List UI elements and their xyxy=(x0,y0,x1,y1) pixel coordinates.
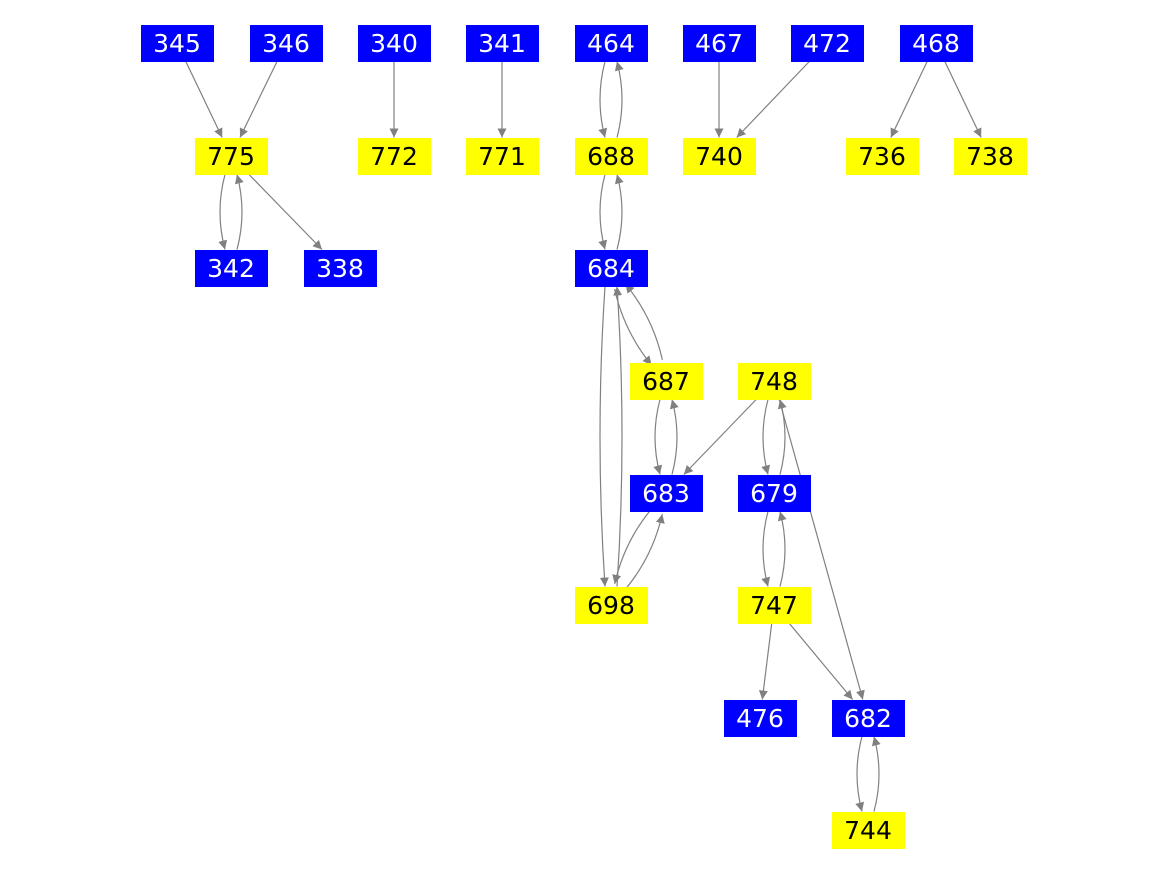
edge-683-to-698 xyxy=(612,508,652,584)
edge-748-to-682 xyxy=(778,399,865,700)
edge-345-to-775 xyxy=(185,61,223,138)
edge-747-to-682 xyxy=(788,623,854,700)
node-771[interactable]: 771 xyxy=(465,137,539,175)
edge-464-to-688 xyxy=(598,61,608,138)
edge-684-to-698 xyxy=(599,286,609,587)
edge-682-to-744 xyxy=(855,736,865,812)
edge-472-to-740 xyxy=(736,61,810,138)
node-748[interactable]: 748 xyxy=(737,362,811,400)
node-341[interactable]: 341 xyxy=(465,24,539,62)
node-687[interactable]: 687 xyxy=(629,362,703,400)
edge-748-to-683 xyxy=(683,399,757,475)
edge-747-to-476 xyxy=(758,623,773,700)
edge-468-to-736 xyxy=(890,61,928,138)
node-775[interactable]: 775 xyxy=(194,137,268,175)
edge-684-to-687 xyxy=(614,288,653,366)
node-684[interactable]: 684 xyxy=(574,249,648,287)
edge-683-to-687 xyxy=(669,399,679,475)
edge-775-to-342 xyxy=(218,174,228,250)
edge-687-to-683 xyxy=(653,399,663,475)
node-683[interactable]: 683 xyxy=(629,474,703,512)
node-476[interactable]: 476 xyxy=(723,699,797,737)
edge-688-to-684 xyxy=(598,174,608,250)
node-698[interactable]: 698 xyxy=(574,586,648,624)
node-740[interactable]: 740 xyxy=(682,137,756,175)
node-744[interactable]: 744 xyxy=(831,811,905,849)
edge-747-to-679 xyxy=(777,511,787,587)
edge-468-to-738 xyxy=(944,61,982,138)
node-342[interactable]: 342 xyxy=(194,249,268,287)
node-747[interactable]: 747 xyxy=(737,586,811,624)
node-736[interactable]: 736 xyxy=(845,137,919,175)
node-467[interactable]: 467 xyxy=(682,24,756,62)
edge-748-to-679 xyxy=(761,399,771,475)
node-464[interactable]: 464 xyxy=(574,24,648,62)
node-772[interactable]: 772 xyxy=(357,137,431,175)
node-688[interactable]: 688 xyxy=(574,137,648,175)
edge-342-to-775 xyxy=(234,174,244,250)
node-472[interactable]: 472 xyxy=(790,24,864,62)
node-340[interactable]: 340 xyxy=(357,24,431,62)
edge-679-to-747 xyxy=(761,511,771,587)
edge-698-to-683 xyxy=(625,514,665,590)
node-468[interactable]: 468 xyxy=(899,24,973,62)
edge-687-to-684 xyxy=(624,283,663,361)
node-679[interactable]: 679 xyxy=(737,474,811,512)
edge-688-to-464 xyxy=(614,61,624,138)
node-338[interactable]: 338 xyxy=(303,249,377,287)
node-346[interactable]: 346 xyxy=(249,24,323,62)
edge-346-to-775 xyxy=(239,61,278,138)
node-682[interactable]: 682 xyxy=(831,699,905,737)
edge-698-to-684 xyxy=(613,286,623,587)
edge-744-to-682 xyxy=(871,736,881,812)
edge-775-to-338 xyxy=(248,174,323,250)
node-738[interactable]: 738 xyxy=(953,137,1027,175)
node-345[interactable]: 345 xyxy=(140,24,214,62)
edge-684-to-688 xyxy=(614,174,624,250)
